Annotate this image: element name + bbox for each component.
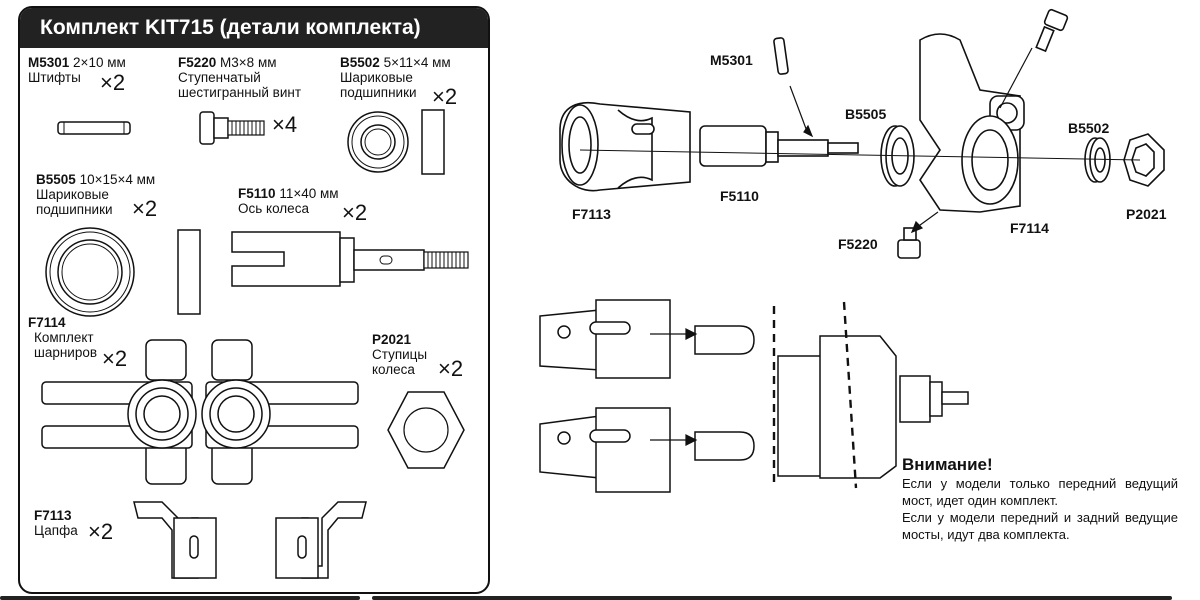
label-f7113: F7113 (572, 206, 611, 222)
part-name: шарниров (34, 345, 98, 360)
label-b5502: B5502 (1068, 120, 1110, 136)
part-code: P2021 (372, 332, 412, 347)
part-name: шестигранный винт (178, 85, 302, 100)
part-code: F5110 (238, 186, 276, 201)
part-spec: M3×8 мм (220, 55, 277, 70)
bottom-divider-right (372, 596, 1172, 600)
part-f5220-qty: ×4 (272, 112, 298, 137)
knuckle-set-illustration (41, 339, 359, 485)
label-f5110: F5110 (720, 188, 759, 204)
attention-note: Внимание! Если у модели только передний … (902, 456, 1178, 543)
part-name: Шариковые (36, 187, 109, 202)
part-name: Ось колеса (238, 201, 309, 216)
kit-parts-panel: Комплект KIT715 (детали комплекта) M5301… (18, 6, 490, 594)
assembly-detail-diagram (539, 299, 969, 493)
label-f5220: F5220 (838, 236, 878, 252)
part-f7114-qty: ×2 (102, 346, 128, 371)
part-name: Штифты (28, 70, 81, 85)
part-code: F7114 (28, 315, 66, 330)
part-f5220-label: F5220 M3×8 мм Ступенчатый шестигранный в… (178, 55, 301, 100)
panel-title: Комплект KIT715 (детали комплекта) (20, 8, 488, 48)
part-name: подшипники (340, 85, 417, 100)
part-name: Ступицы (372, 347, 428, 362)
part-b5505-qty: ×2 (132, 196, 158, 221)
wheel-hub-illustration (387, 391, 465, 469)
part-b5502-label: B5502 5×11×4 мм Шариковые подшипники (340, 55, 451, 100)
large-bearing-illustration (45, 227, 201, 317)
part-b5505-label: B5505 10×15×4 мм Шариковые подшипники (36, 172, 155, 217)
part-spec: 10×15×4 мм (79, 172, 156, 187)
pin-illustration (57, 121, 131, 135)
part-f7113-qty: ×2 (88, 519, 114, 544)
part-name: подшипники (36, 202, 113, 217)
wheel-axle-illustration (231, 231, 469, 287)
axle-yoke-illustration (133, 501, 367, 579)
label-m5301: M5301 (710, 52, 753, 68)
small-bearing-illustration (347, 109, 445, 175)
part-spec: 2×10 мм (73, 55, 126, 70)
part-code: B5502 (340, 55, 380, 70)
note-title: Внимание! (902, 455, 993, 474)
part-name: Ступенчатый (178, 70, 261, 85)
part-spec: 11×40 мм (279, 186, 339, 201)
part-name: Комплект (34, 330, 94, 345)
part-name: Цапфа (34, 523, 78, 538)
part-name: Шариковые (340, 70, 413, 85)
part-p2021-label: P2021 Ступицы колеса (372, 332, 427, 377)
label-b5505: B5505 (845, 106, 887, 122)
part-code: B5505 (36, 172, 76, 187)
part-f7113-label: F7113 Цапфа (34, 508, 78, 538)
part-code: F5220 (178, 55, 217, 70)
part-code: F7113 (34, 508, 72, 523)
part-code: M5301 (28, 55, 70, 70)
note-line-1: Если у модели только передний ведущий мо… (902, 476, 1178, 508)
part-b5502-qty: ×2 (432, 84, 458, 109)
part-name: колеса (372, 362, 415, 377)
part-p2021-qty: ×2 (438, 356, 464, 381)
part-f5110-qty: ×2 (342, 200, 368, 225)
part-m5301-label: M5301 2×10 мм Штифты (28, 55, 126, 85)
label-f7114: F7114 (1010, 220, 1049, 236)
part-f5110-label: F5110 11×40 мм Ось колеса (238, 186, 339, 216)
exploded-view-diagram (559, 8, 1165, 259)
bottom-divider-left (0, 596, 360, 600)
note-line-2: Если у модели передний и задний ведущие … (902, 510, 1178, 542)
part-f7114-label: F7114 Комплект шарниров (28, 315, 97, 360)
step-screw-illustration (199, 111, 265, 145)
part-m5301-qty: ×2 (100, 70, 126, 95)
label-p2021: P2021 (1126, 206, 1167, 222)
part-spec: 5×11×4 мм (383, 55, 451, 70)
